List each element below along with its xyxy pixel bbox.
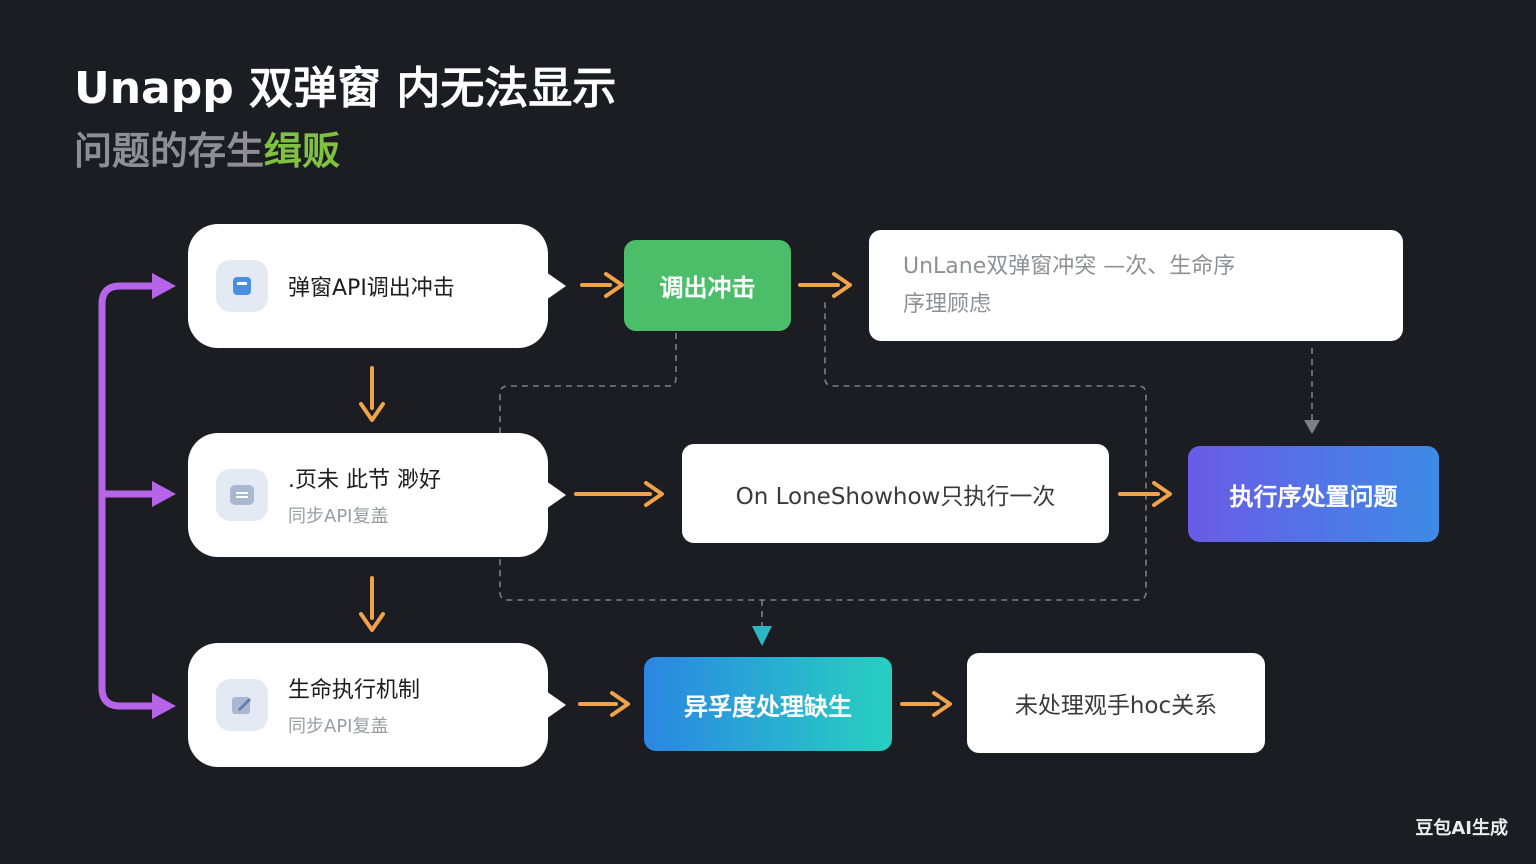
subtitle-main: 问题的存生	[74, 129, 265, 173]
box-onshow-label: On LoneShowhow只执行一次	[735, 483, 1056, 510]
purple-arrowhead-2	[152, 481, 176, 507]
list-icon	[216, 469, 268, 521]
box-unlane-line1: UnLane双弹窗冲突 —次、生命序	[903, 253, 1236, 279]
pill-call-conflict-label: 调出冲击	[659, 274, 756, 302]
pill-async-missing: 异孚度处理缺生	[644, 657, 892, 751]
card-popup-api: 弹窗API调出冲击	[188, 224, 566, 348]
card-life-exec: 生命执行机制 同步API复盖	[188, 643, 566, 767]
box-relation: 未处理观手hoc关系	[967, 653, 1265, 753]
card-life-exec-title: 生命执行机制	[288, 678, 421, 703]
page-subtitle: 问题的存生缉贩	[74, 120, 340, 175]
card-pointer	[546, 691, 566, 719]
purple-arrowhead-3	[152, 693, 176, 719]
subtitle-accent: 缉贩	[264, 129, 341, 173]
pill-exec-order: 执行序处置问题	[1188, 446, 1439, 542]
pill-call-conflict: 调出冲击	[624, 240, 791, 331]
edit-icon	[216, 679, 268, 731]
pill-async-missing-label: 异孚度处理缺生	[684, 692, 852, 721]
card-popup-api-title: 弹窗API调出冲击	[288, 276, 455, 301]
arrow-card1-to-card2-head	[359, 402, 385, 422]
card-page-lifecycle-title: .页未 此节 渺好	[288, 468, 441, 493]
arrow-onshow-to-exec-head	[1152, 481, 1172, 507]
dashed-drop-arrowhead	[752, 626, 772, 646]
card-page-lifecycle: .页未 此节 渺好 同步API复盖	[188, 433, 566, 557]
page-title: Unapp 双弹窗 内无法显示	[74, 63, 617, 114]
card-page-lifecycle-subtitle: 同步API复盖	[288, 506, 389, 527]
box-onshow-once: On LoneShowhow只执行一次	[682, 444, 1109, 543]
arrow-card2-to-onshow-head	[644, 481, 664, 507]
purple-arrowhead-1	[152, 273, 176, 299]
card-pointer	[546, 481, 566, 509]
box-unlane-line2: 序理顾虑	[903, 291, 992, 317]
card-pointer	[546, 272, 566, 300]
arrow-async-to-relation-head	[932, 691, 952, 717]
watermark: 豆包AI生成	[1415, 818, 1508, 839]
arrow-card2-to-card3-head	[359, 612, 385, 632]
pill-exec-order-label: 执行序处置问题	[1229, 482, 1398, 511]
arrow-call-to-note-head	[832, 272, 852, 298]
box-relation-label: 未处理观手hoc关系	[1014, 693, 1218, 719]
window-icon	[216, 260, 268, 312]
box-unlane-note: UnLane双弹窗冲突 —次、生命序 序理顾虑	[869, 230, 1403, 341]
card-life-exec-subtitle: 同步API复盖	[288, 716, 389, 737]
arrow-card3-to-async-head	[610, 691, 630, 717]
dashed-right-arrowhead	[1304, 420, 1320, 434]
arrow-card1-to-call-head	[604, 272, 624, 298]
